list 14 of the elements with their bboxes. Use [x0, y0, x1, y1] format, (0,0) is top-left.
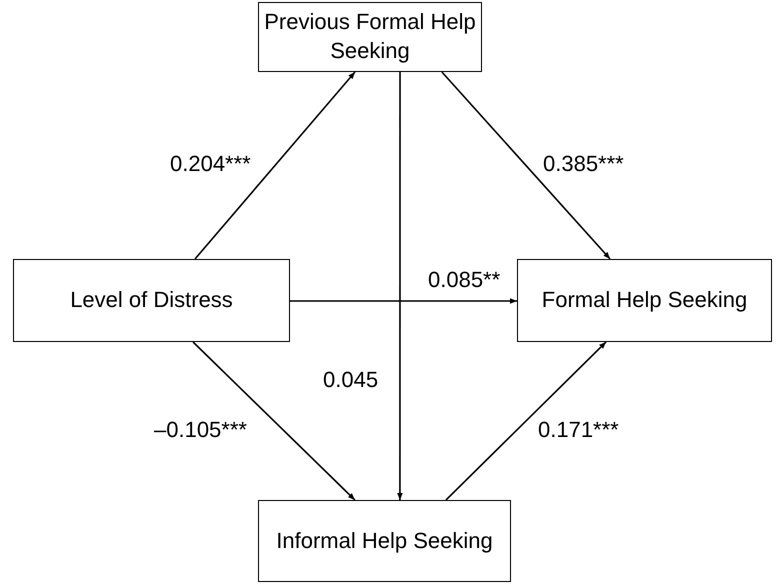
arrow	[290, 298, 517, 304]
variable-name: Level of Distress	[69, 286, 234, 314]
variable-name: Formal Help Seeking	[540, 286, 748, 314]
arrow	[441, 71, 611, 260]
variable-name: Previous Formal Help Seeking	[263, 8, 477, 65]
arrow	[397, 72, 403, 500]
arrow	[192, 341, 356, 501]
variable-box	[517, 259, 772, 342]
arrow	[194, 71, 356, 260]
arrow	[445, 341, 607, 501]
variable-box	[258, 2, 482, 72]
variable-box	[13, 259, 290, 342]
variable-box	[258, 500, 511, 582]
variable-name: Informal Help Seeking	[275, 526, 494, 555]
